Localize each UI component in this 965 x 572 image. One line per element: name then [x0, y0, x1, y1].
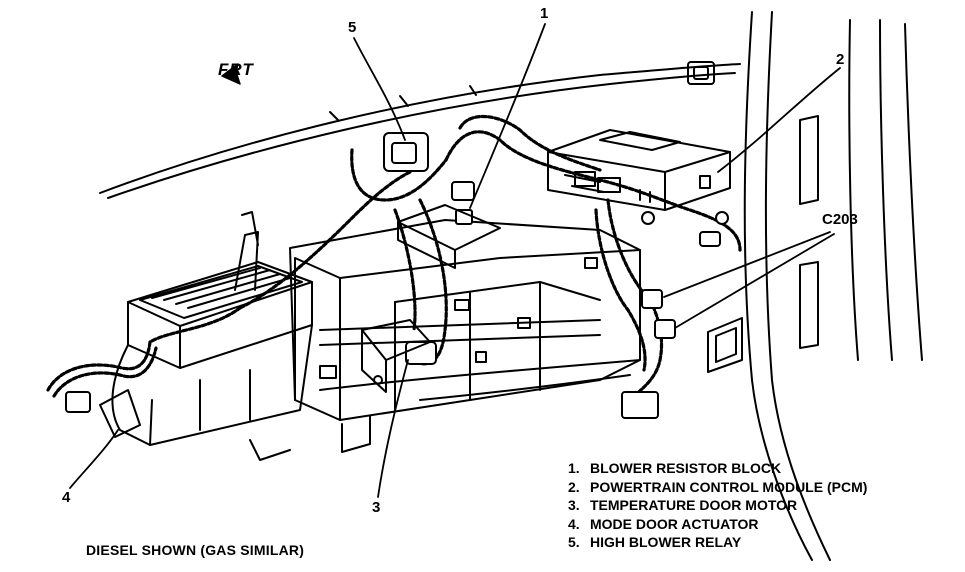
dash-vent	[687, 61, 715, 85]
callout-2: 2	[836, 51, 845, 68]
front-arrow-icon	[221, 63, 241, 85]
legend-item: 1. BLOWER RESISTOR BLOCK	[568, 459, 867, 478]
door-frame	[707, 11, 923, 561]
legend-label: POWERTRAIN CONTROL MODULE (PCM)	[590, 478, 868, 495]
connectors	[65, 132, 729, 419]
pcm-module-drawing	[547, 129, 731, 211]
component-legend: 1. BLOWER RESISTOR BLOCK 2. POWERTRAIN CON…	[568, 459, 867, 552]
legend-number: 4.	[568, 515, 580, 532]
legend-label: MODE DOOR ACTUATOR	[590, 515, 759, 532]
callout-3: 3	[372, 499, 381, 516]
resistor-and-motor-drawing	[361, 204, 501, 393]
front-orientation-label: FRT	[218, 60, 254, 79]
callout-5: 5	[348, 19, 357, 36]
legend-item: 2. POWERTRAIN CONTROL MODULE (PCM)	[568, 478, 867, 497]
leader-lines	[69, 23, 841, 498]
callout-1: 1	[540, 5, 549, 22]
legend-number: 1.	[568, 460, 580, 476]
dashboard-outline	[99, 63, 741, 199]
legend-item: 3. TEMPERATURE DOOR MOTOR	[568, 496, 867, 515]
blower-housing-drawing	[99, 211, 313, 446]
callout-c203: C203	[822, 211, 858, 228]
legend-number: 3.	[568, 497, 580, 514]
legend-label: TEMPERATURE DOOR MOTOR	[590, 497, 798, 514]
legend-label: HIGH BLOWER RELAY	[590, 534, 742, 551]
legend-number: 2.	[568, 478, 580, 495]
diagram-caption: DIESEL SHOWN (GAS SIMILAR)	[86, 542, 305, 558]
legend-label: BLOWER RESISTOR BLOCK	[590, 460, 782, 476]
legend-item: 4. MODE DOOR ACTUATOR	[568, 515, 867, 534]
callout-4: 4	[62, 489, 71, 506]
legend-number: 5.	[568, 534, 580, 551]
wiring-harness	[46, 114, 742, 402]
legend-item: 5. HIGH BLOWER RELAY	[568, 533, 867, 552]
